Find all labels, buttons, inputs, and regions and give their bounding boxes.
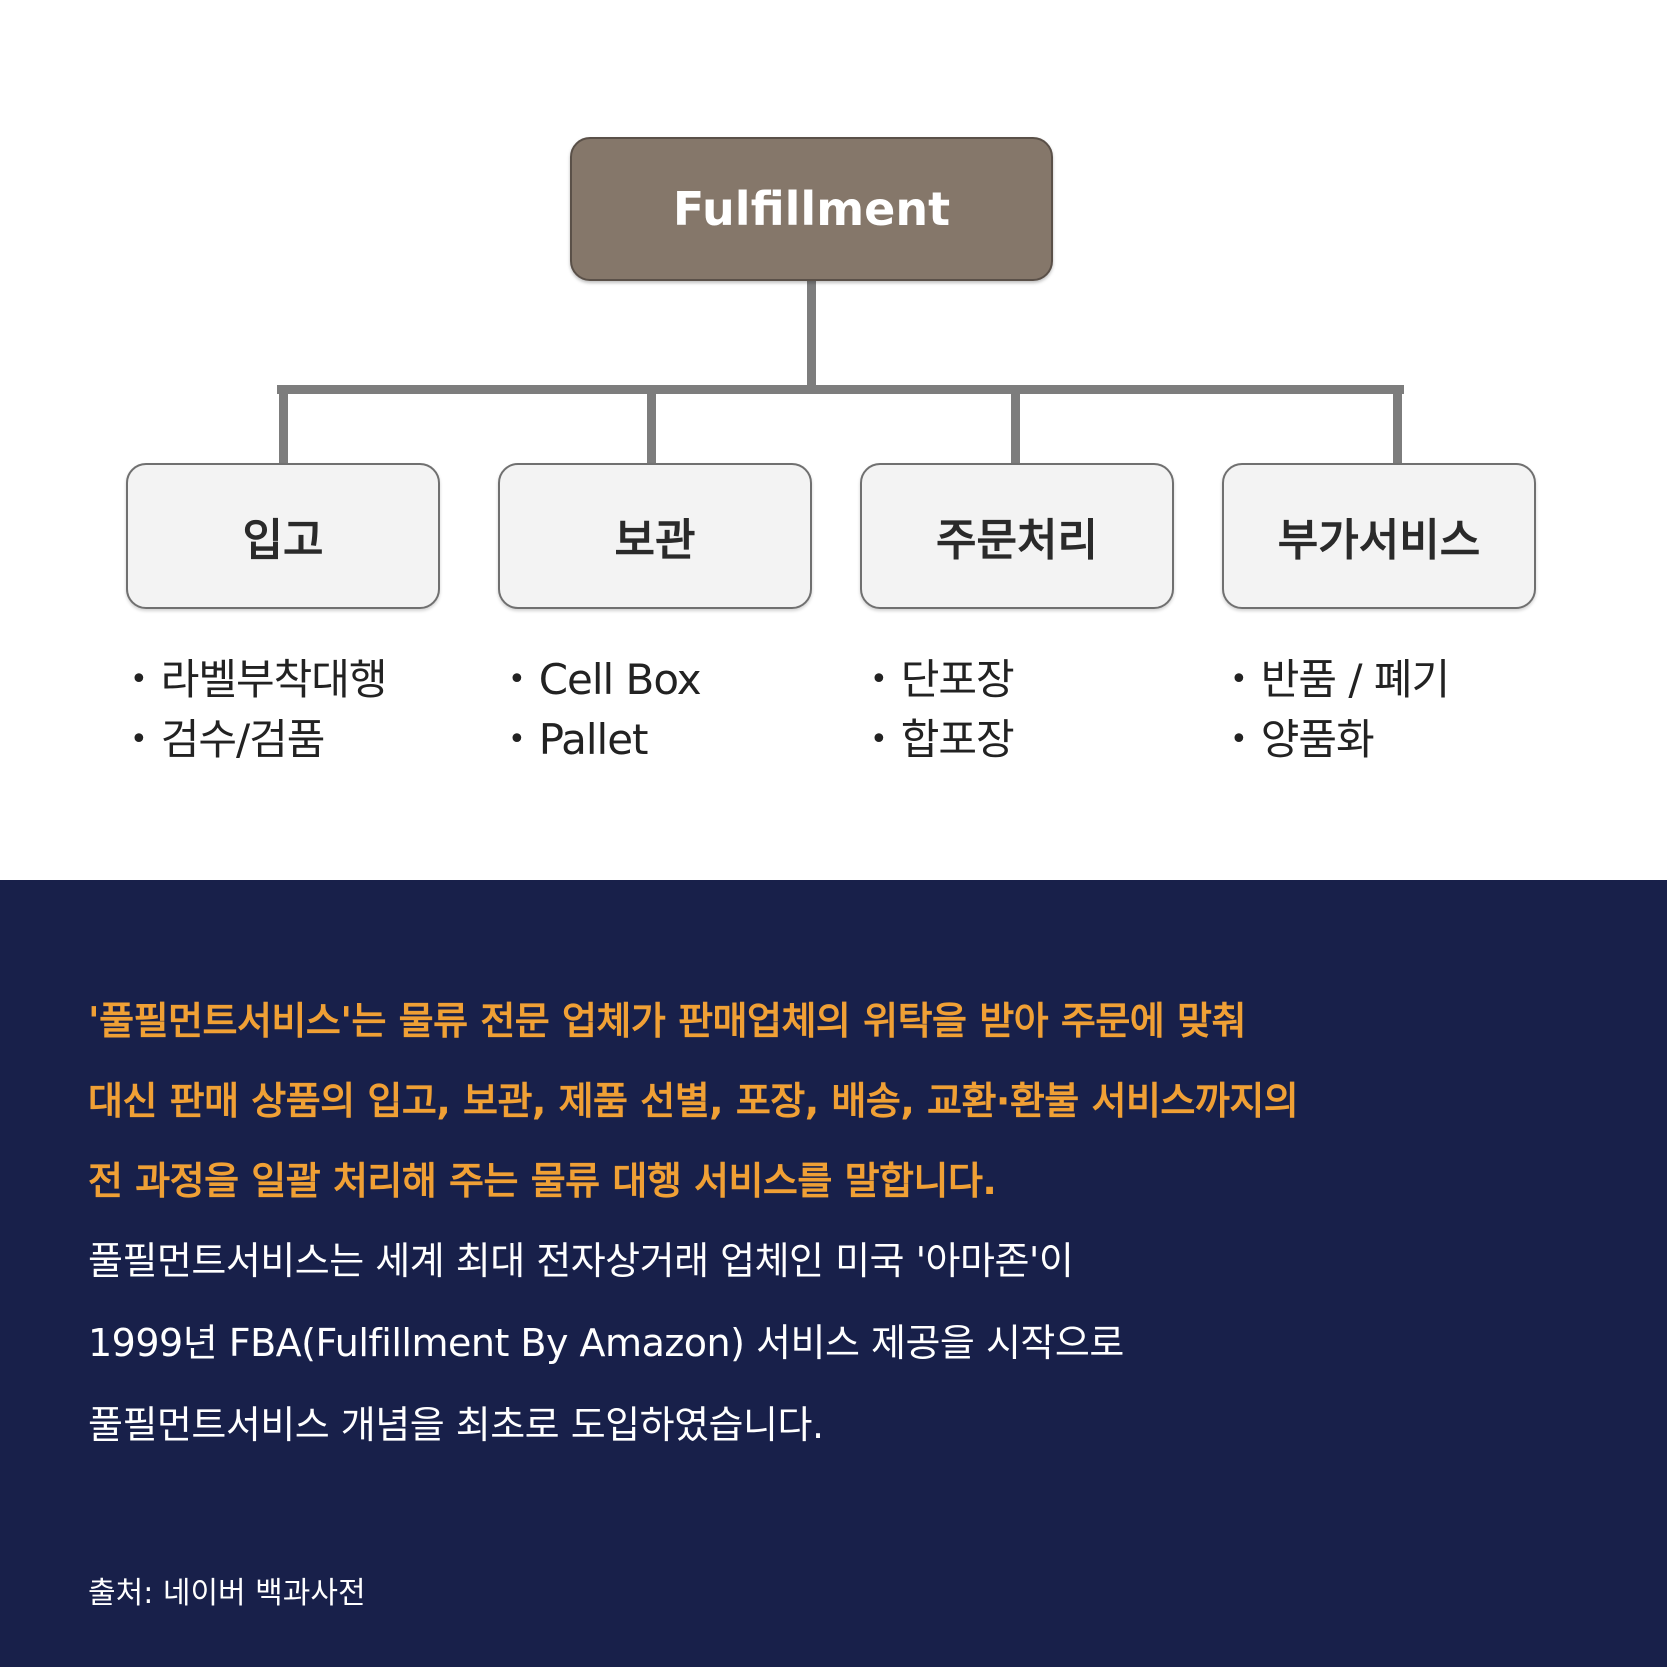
history-line-2: 1999년 FBA(Fulfillment By Amazon) 서비스 제공을…	[88, 1321, 1124, 1365]
connector-horizontal-bar	[277, 385, 1404, 394]
bullet-icon: •	[1230, 662, 1248, 697]
description-panel: '풀필먼트서비스'는 물류 전문 업체가 판매업체의 위탁을 받아 주문에 맞춰…	[0, 880, 1667, 1667]
definition-line-1: '풀필먼트서비스'는 물류 전문 업체가 판매업체의 위탁을 받아 주문에 맞춰	[88, 999, 1246, 1043]
list-item: •검수/검품	[130, 710, 387, 770]
connector-branch-3	[1011, 385, 1020, 465]
node-label: 주문처리	[936, 515, 1098, 566]
connector-branch-4	[1393, 385, 1402, 465]
list-item: •양품화	[1230, 710, 1449, 770]
bullet-icon: •	[130, 722, 148, 757]
list-item: •Pallet	[508, 710, 701, 770]
bullet-icon: •	[508, 662, 526, 697]
node-order-processing: 주문처리	[860, 463, 1174, 609]
connector-branch-2	[647, 385, 656, 465]
connector-branch-1	[279, 385, 288, 465]
bullet-icon: •	[870, 662, 888, 697]
node-inbound: 입고	[126, 463, 440, 609]
list-item: •합포장	[870, 710, 1015, 770]
list-item: •반품 / 폐기	[1230, 650, 1450, 710]
history-line-3: 풀필먼트서비스 개념을 최초로 도입하였습니다.	[88, 1403, 824, 1447]
storage-bullet-list: •Cell Box •Pallet	[508, 650, 702, 770]
definition-line-3: 전 과정을 일괄 처리해 주는 물류 대행 서비스를 말합니다.	[88, 1159, 997, 1203]
list-item: •Cell Box	[508, 650, 702, 710]
bullet-icon: •	[508, 722, 526, 757]
node-storage: 보관	[498, 463, 812, 609]
definition-line-2: 대신 판매 상품의 입고, 보관, 제품 선별, 포장, 배송, 교환·환불 서…	[88, 1079, 1299, 1123]
history-line-1: 풀필먼트서비스는 세계 최대 전자상거래 업체인 미국 '아마존'이	[88, 1239, 1074, 1283]
connector-root-stem	[807, 281, 816, 388]
node-label: 보관	[614, 515, 696, 566]
additional-services-bullet-list: •반품 / 폐기 •양품화	[1230, 650, 1450, 770]
root-node-fulfillment: Fulfillment	[570, 137, 1053, 281]
source-citation: 출처: 네이버 백과사전	[88, 1576, 366, 1611]
bullet-icon: •	[870, 722, 888, 757]
list-item: •단포장	[870, 650, 1015, 710]
root-node-label: Fulfillment	[672, 182, 951, 236]
node-label: 입고	[242, 515, 324, 566]
order-processing-bullet-list: •단포장 •합포장	[870, 650, 1015, 770]
list-item: •라벨부착대행	[130, 650, 388, 710]
fulfillment-diagram: Fulfillment 입고 보관 주문처리 부가서비스 •라벨부착대행 •검수…	[126, 137, 1536, 770]
bullet-icon: •	[1230, 722, 1248, 757]
node-label: 부가서비스	[1277, 515, 1481, 566]
bullet-icon: •	[130, 662, 148, 697]
inbound-bullet-list: •라벨부착대행 •검수/검품	[130, 650, 388, 770]
node-additional-services: 부가서비스	[1222, 463, 1536, 609]
